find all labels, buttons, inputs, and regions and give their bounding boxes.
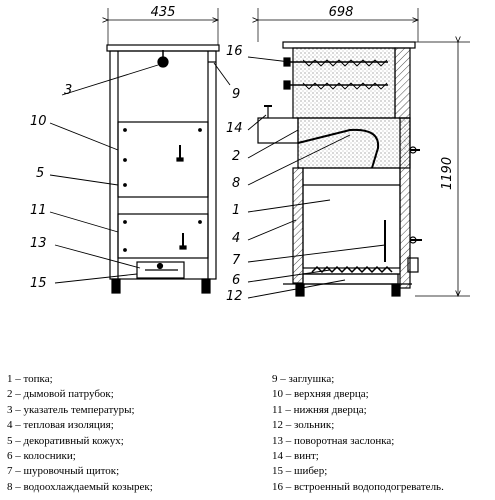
callout-12: 12 [226,289,243,304]
front-width-dimension: 435 [151,5,176,20]
callout-7: 7 [232,253,241,268]
legend-item: 12 – зольник; [272,419,335,432]
legend-item: 10 – верхняя дверца; [272,388,369,401]
callout-8: 8 [232,176,240,191]
legend-item: 16 – встроенный водоподогреватель. [272,480,444,493]
callout-14: 14 [226,121,243,136]
legend-item: 13 – поворотная заслонка; [272,434,395,447]
legend-item: 6 – колосники; [7,449,76,462]
damper-plate [136,261,185,279]
front-view: 435 [107,5,220,294]
side-depth-dimension: 698 [329,5,354,20]
legend-item: 11 – нижняя дверца; [272,403,367,416]
callout-5: 5 [36,166,44,181]
smoke-pipe [257,117,299,144]
legend-item: 8 – водоохлаждаемый козырек; [7,480,153,493]
legend-item: 4 – тепловая изоляция; [7,419,114,432]
legend-item: 5 – декоративный кожух; [7,434,124,447]
height-dimension: 1190 [440,157,455,190]
callout-11: 11 [30,203,47,218]
legend-column-left: 1 – топка; 2 – дымовой патрубок; 3 – ука… [7,372,153,495]
callout-3: 3 [64,83,72,98]
callout-15: 15 [30,276,47,291]
callout-16: 16 [226,44,243,59]
lower-door [117,213,209,259]
callout-2: 2 [232,149,240,164]
callout-1: 1 [232,203,240,218]
temperature-indicator [157,56,169,68]
legend-item: 3 – указатель температуры; [7,403,135,416]
boiler-technical-drawing: 4 3 5 [30,5,470,304]
legend-item: 15 – шибер; [272,465,328,478]
front-callouts [49,62,231,284]
water-heater-box [292,47,396,119]
callout-6: 6 [232,273,240,288]
side-callouts [247,56,386,299]
upper-door [117,121,209,198]
legend-item: 1 – топка; [7,373,53,385]
callout-10: 10 [30,114,47,129]
parts-legend: 1 – топка; 2 – дымовой патрубок; 3 – ука… [0,372,495,500]
legend-item: 2 – дымовой патрубок; [7,388,114,401]
legend-column-right: 9 – заглушка; 10 – верхняя дверца; 11 – … [272,372,444,495]
legend-item: 7 – шуровочный щиток; [7,465,120,478]
grates [311,265,393,274]
water-cooled-baffle [297,128,380,169]
callout-9: 9 [232,87,240,102]
callout-4: 4 [232,231,240,246]
legend-item: 14 – винт; [272,449,319,462]
callout-13: 13 [30,236,47,251]
ash-pan [302,273,399,285]
side-section-view: 698 1190 [258,5,470,296]
legend-item: 9 – заглушка; [272,373,335,385]
